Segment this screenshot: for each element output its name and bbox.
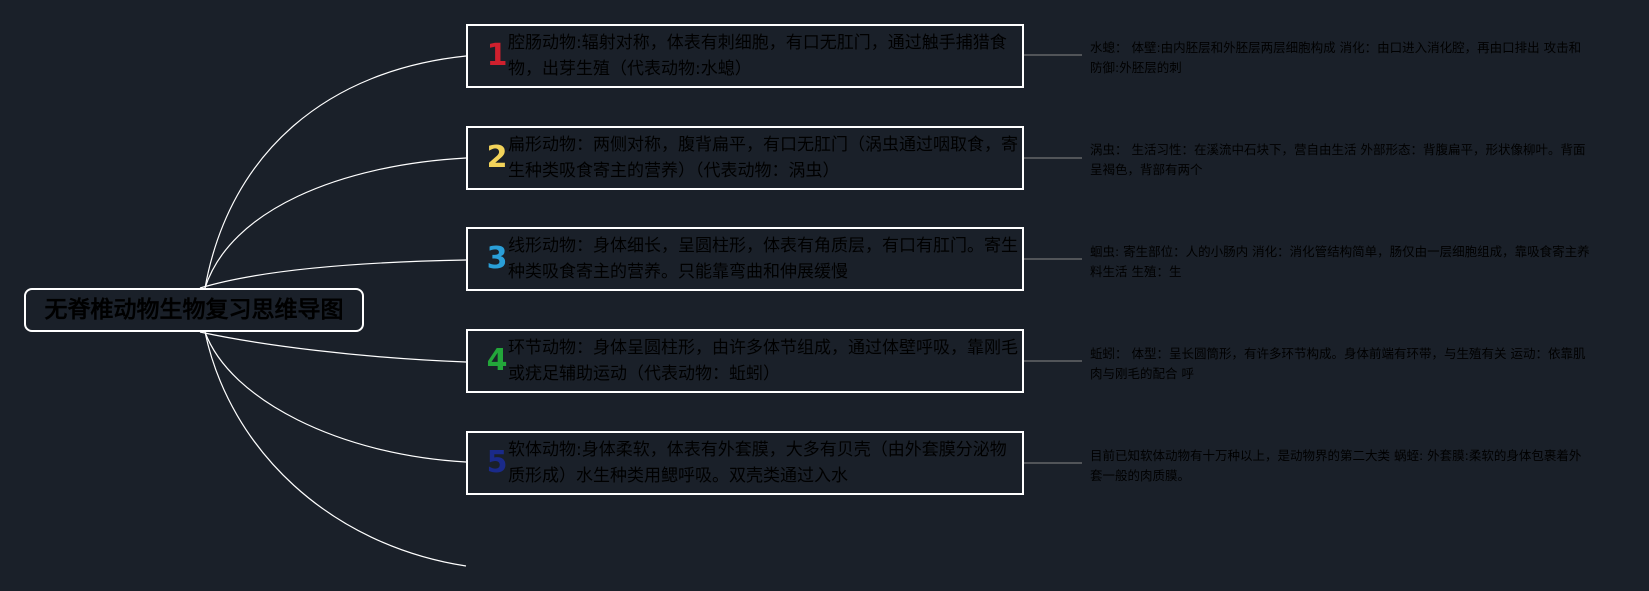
branch-node-1[interactable]: 1 腔肠动物:辐射对称，体表有刺细胞，有口无肛门，通过触手捕猎食物，出芽生殖（代…: [466, 24, 1024, 88]
connector-root-branch-5: [204, 331, 467, 463]
branch-number-5: 5: [486, 445, 508, 480]
detail-note-3: 蛔虫: 寄生部位：人的小肠内 消化：消化管结构简单，肠仅由一层细胞组成，靠吸食寄…: [1090, 244, 1590, 279]
branch-node-4[interactable]: 4 环节动物：身体呈圆柱形，由许多体节组成，通过体壁呼吸，靠刚毛或疣足辅助运动（…: [466, 329, 1024, 393]
connector-root-branch-3: [199, 259, 467, 289]
detail-note-2: 涡虫： 生活习性：在溪流中石块下，营自由生活 外部形态：背腹扁平，形状像柳叶。背…: [1090, 142, 1586, 177]
branch-number-4: 4: [486, 343, 508, 378]
branch-node-3[interactable]: 3 线形动物：身体细长，呈圆柱形，体表有角质层，有口有肛门。寄生种类吸食寄主的营…: [466, 227, 1024, 291]
branch-number-3: 3: [486, 241, 508, 276]
branch-node-2[interactable]: 2 扁形动物：两侧对称，腹背扁平，有口无肛门（涡虫通过咽取食，寄生种类吸食寄主的…: [466, 126, 1024, 190]
branch-number-1: 1: [486, 38, 508, 73]
branch-number-2: 2: [486, 140, 508, 175]
detail-note-4: 蚯蚓： 体型：呈长圆筒形，有许多环节构成。身体前端有环带，与生殖有关 运动：依靠…: [1090, 346, 1586, 381]
connector-root-branch-6: [204, 331, 467, 567]
root-title: 无脊椎动物生物复习思维导图: [44, 297, 344, 323]
connector-root-branch-2: [204, 157, 467, 289]
detail-note-5: 目前已知软体动物有十万种以上，是动物界的第二大类 蜗蛭: 外套膜:柔软的身体包裹…: [1090, 448, 1582, 483]
branch-text-3: 线形动物：身体细长，呈圆柱形，体表有角质层，有口有肛门。寄生种类吸食寄主的营养。…: [508, 236, 1018, 282]
branch-node-5[interactable]: 5 软体动物:身体柔软，体表有外套膜，大多有贝壳（由外套膜分泌物质形成）水生种类…: [466, 431, 1024, 495]
branch-text-1: 腔肠动物:辐射对称，体表有刺细胞，有口无肛门，通过触手捕猎食物，出芽生殖（代表动…: [508, 33, 1007, 79]
connector-root-branch-4: [199, 331, 467, 363]
root-node[interactable]: 无脊椎动物生物复习思维导图: [24, 288, 364, 332]
connector-root-branch-1: [204, 55, 467, 289]
branch-text-4: 环节动物：身体呈圆柱形，由许多体节组成，通过体壁呼吸，靠刚毛或疣足辅助运动（代表…: [508, 338, 1018, 384]
branch-text-5: 软体动物:身体柔软，体表有外套膜，大多有贝壳（由外套膜分泌物质形成）水生种类用鳃…: [508, 440, 1007, 486]
branch-text-2: 扁形动物：两侧对称，腹背扁平，有口无肛门（涡虫通过咽取食，寄生种类吸食寄主的营养…: [508, 135, 1018, 181]
detail-note-1: 水螅： 体壁:由内胚层和外胚层两层细胞构成 消化：由口进入消化腔，再由口排出 攻…: [1090, 40, 1582, 75]
